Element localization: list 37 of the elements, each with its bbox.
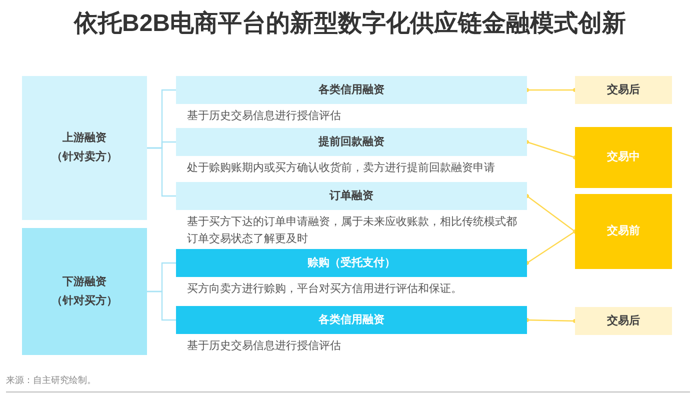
financing-type-label: 各类信用融资 (318, 312, 384, 328)
category-title: 下游融资 (62, 274, 106, 290)
connector-line (147, 147, 176, 197)
financing-box (176, 306, 527, 334)
description-text: 基于买方下达的订单申请融资，属于未来应收账款，相比传统模式都订单交易状态了解更及时 (187, 214, 518, 247)
category-box (22, 228, 147, 355)
financing-type-label: 赊购（受托支付） (308, 256, 396, 270)
connector-line (525, 318, 577, 323)
source-note: 来源：自主研究绘制。 (6, 374, 96, 386)
stage-box (575, 76, 672, 104)
connector-line (147, 290, 176, 321)
financing-box (176, 249, 527, 277)
diagram-title: 依托B2B电商平台的新型数字化供应链金融模式创新 (74, 9, 626, 39)
financing-type-label: 各类信用融资 (318, 82, 384, 98)
connector-line (525, 230, 577, 265)
category-title: 上游融资 (62, 130, 106, 146)
financing-type-label: 提前回款融资 (318, 134, 384, 150)
financing-box (176, 128, 527, 156)
category-subtitle: （针对买方） (52, 294, 118, 308)
financing-box (176, 76, 527, 104)
financing-type-label: 订单融资 (330, 188, 374, 204)
connector-line (525, 88, 577, 92)
description-text: 买方向卖方进行赊购，平台对买方信用进行评估和保证。 (187, 282, 463, 297)
stage-box (575, 307, 672, 335)
category-subtitle: （针对卖方） (52, 150, 118, 165)
stage-label: 交易前 (607, 224, 640, 239)
connector-line (525, 140, 577, 160)
stage-label: 交易后 (607, 82, 640, 98)
stage-box (575, 194, 672, 269)
description-text: 基于历史交易信息进行授信评估 (187, 338, 342, 354)
financing-box (176, 182, 527, 210)
description-text: 处于赊购账期内或买方确认收货前，卖方进行提前回款融资申请 (187, 160, 496, 176)
description-text: 基于历史交易信息进行授信评估 (187, 108, 342, 124)
stage-label: 交易后 (607, 314, 640, 328)
stage-box (575, 127, 672, 188)
category-box (22, 76, 147, 220)
stage-label: 交易中 (607, 150, 640, 165)
